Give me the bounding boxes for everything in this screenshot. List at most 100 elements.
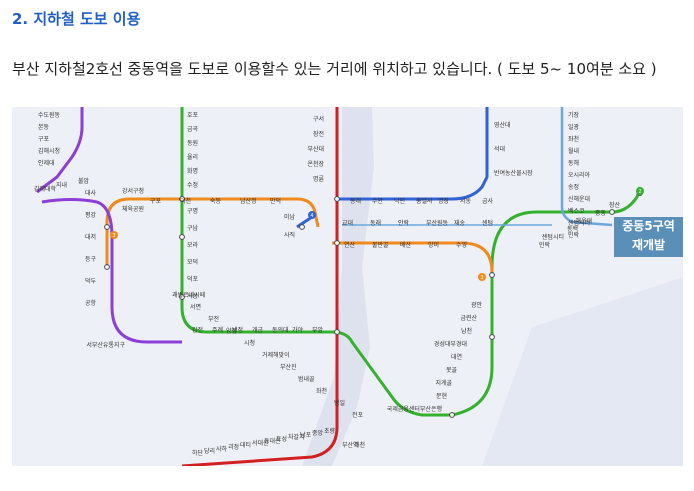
donghae-route bbox=[560, 107, 613, 227]
station-dot bbox=[449, 412, 455, 418]
station-label: 부산진 bbox=[280, 363, 297, 371]
station-label: 금사 bbox=[482, 197, 494, 205]
station-label: 좌천 bbox=[568, 135, 579, 143]
station-label: 교대 bbox=[342, 219, 353, 227]
station-label: 국제금융센터부산은행 bbox=[387, 405, 442, 413]
station-label: 구남 bbox=[187, 224, 199, 232]
station-label: 사상 bbox=[187, 292, 199, 300]
station-label: 모라 bbox=[187, 241, 199, 249]
line-number-text: 4 bbox=[310, 213, 313, 219]
station-label: 못골 bbox=[446, 367, 458, 374]
station-label: 부산대 bbox=[307, 145, 324, 153]
station-label: 범내골 bbox=[298, 375, 315, 383]
station-label: 민락 bbox=[568, 231, 580, 239]
line4-blue-route bbox=[337, 107, 489, 201]
station-label: 좌천 bbox=[316, 387, 327, 395]
station-label: 연산 bbox=[344, 241, 356, 249]
station-label: 기장 bbox=[568, 111, 580, 119]
station-label: 호포 bbox=[187, 112, 199, 119]
station-dot bbox=[299, 224, 305, 230]
station-label: 전포 bbox=[352, 411, 364, 419]
station-label: 벡스코 bbox=[568, 207, 585, 215]
station-label: 서부산유통지구 bbox=[86, 341, 125, 349]
station-label: 반여농산물시장 bbox=[494, 169, 533, 177]
station-label: 경성대부경대 bbox=[434, 340, 467, 348]
station-label: 강서구청 bbox=[122, 187, 144, 195]
station-label: 대티 bbox=[240, 441, 251, 449]
station-dot bbox=[489, 334, 495, 340]
station-label: 토성 bbox=[276, 435, 287, 443]
station-label: 서대신 bbox=[252, 439, 269, 447]
station-label: 낙민 bbox=[394, 197, 405, 205]
station-label: 냉정 bbox=[232, 326, 243, 334]
station-label: 덕두 bbox=[85, 278, 97, 285]
station-label: 평강 bbox=[85, 211, 97, 219]
station-label: 명륜 bbox=[313, 175, 325, 183]
station-label: 사하 bbox=[216, 445, 228, 453]
station-label: 부산원동 bbox=[426, 219, 449, 227]
station-label: 하단 bbox=[192, 449, 204, 457]
station-label: 시청 bbox=[244, 340, 255, 347]
station-label: 문현 bbox=[436, 392, 447, 400]
station-label: 동해 bbox=[568, 159, 579, 167]
station-label: 구명 bbox=[187, 207, 198, 215]
station-label: 송정 bbox=[568, 183, 579, 191]
section-heading: 2. 지하철 도보 이용 bbox=[12, 10, 141, 28]
station-label: 공항 bbox=[85, 299, 97, 307]
station-label: 가야 bbox=[292, 326, 304, 334]
station-dot bbox=[489, 272, 495, 278]
station-label: 센텀시티 bbox=[542, 233, 564, 241]
station-label: 재송 bbox=[454, 219, 466, 227]
station-dot bbox=[334, 196, 340, 202]
station-label: 사직 bbox=[284, 231, 295, 239]
station-label: 수영 bbox=[456, 241, 467, 249]
station-label: 영산대 bbox=[494, 121, 511, 129]
station-label: 석대 bbox=[494, 145, 505, 153]
station-label: 대연 bbox=[451, 353, 462, 361]
station-label: 체육공원 bbox=[122, 205, 144, 213]
station-dot bbox=[609, 209, 615, 215]
purple-bottom-route bbox=[41, 198, 182, 344]
station-label: 모덕 bbox=[187, 259, 198, 266]
callout-line2: 재개발 bbox=[631, 238, 666, 252]
station-label: 김해대학 bbox=[34, 185, 57, 193]
station-dot bbox=[334, 329, 340, 335]
station-label: 거제해맞이 bbox=[262, 351, 290, 359]
station-dot bbox=[104, 224, 110, 230]
station-label: 미남 bbox=[284, 213, 296, 221]
station-label: 남천 bbox=[461, 327, 472, 335]
callout-line1: 중동5구역 bbox=[622, 219, 675, 233]
station-dot bbox=[334, 240, 340, 246]
station-label: 부산역 bbox=[342, 441, 359, 449]
station-label: 동래 bbox=[370, 219, 381, 227]
station-label: 대저 bbox=[85, 233, 96, 241]
station-label: 지게골 bbox=[435, 379, 452, 387]
station-label: 본동 bbox=[38, 124, 50, 131]
line-number-badge bbox=[478, 273, 486, 281]
station-label: 구서 bbox=[313, 115, 324, 123]
station-label: 온천장 bbox=[307, 160, 324, 168]
station-label: 남포 bbox=[300, 431, 312, 439]
redevelopment-callout: 중동5구역 재개발 bbox=[614, 217, 683, 257]
station-label: 장산 bbox=[609, 201, 621, 209]
station-label: 수도원동 bbox=[38, 111, 61, 119]
station-label: 부암 bbox=[312, 326, 324, 334]
line-number-text: 2 bbox=[638, 189, 641, 195]
station-label: 동래 bbox=[350, 197, 361, 205]
station-label: 괴정 bbox=[228, 443, 239, 451]
blue-link bbox=[296, 215, 313, 229]
line-number-badge bbox=[110, 231, 118, 239]
station-label: 범일 bbox=[334, 399, 345, 407]
station-label: 금련산 bbox=[460, 314, 477, 322]
station-label: 배산 bbox=[400, 241, 412, 249]
line-number-text: 3 bbox=[112, 233, 115, 239]
station-label: 일광 bbox=[568, 123, 580, 131]
station-label: 해운대 bbox=[575, 217, 592, 225]
station-label: 개금 bbox=[252, 326, 264, 334]
station-label: 덕천 bbox=[180, 197, 191, 205]
station-dot bbox=[179, 294, 185, 300]
station-label: 구포 bbox=[150, 198, 162, 205]
station-label: 안락 bbox=[398, 219, 410, 227]
station-label: 광안 bbox=[471, 301, 483, 309]
